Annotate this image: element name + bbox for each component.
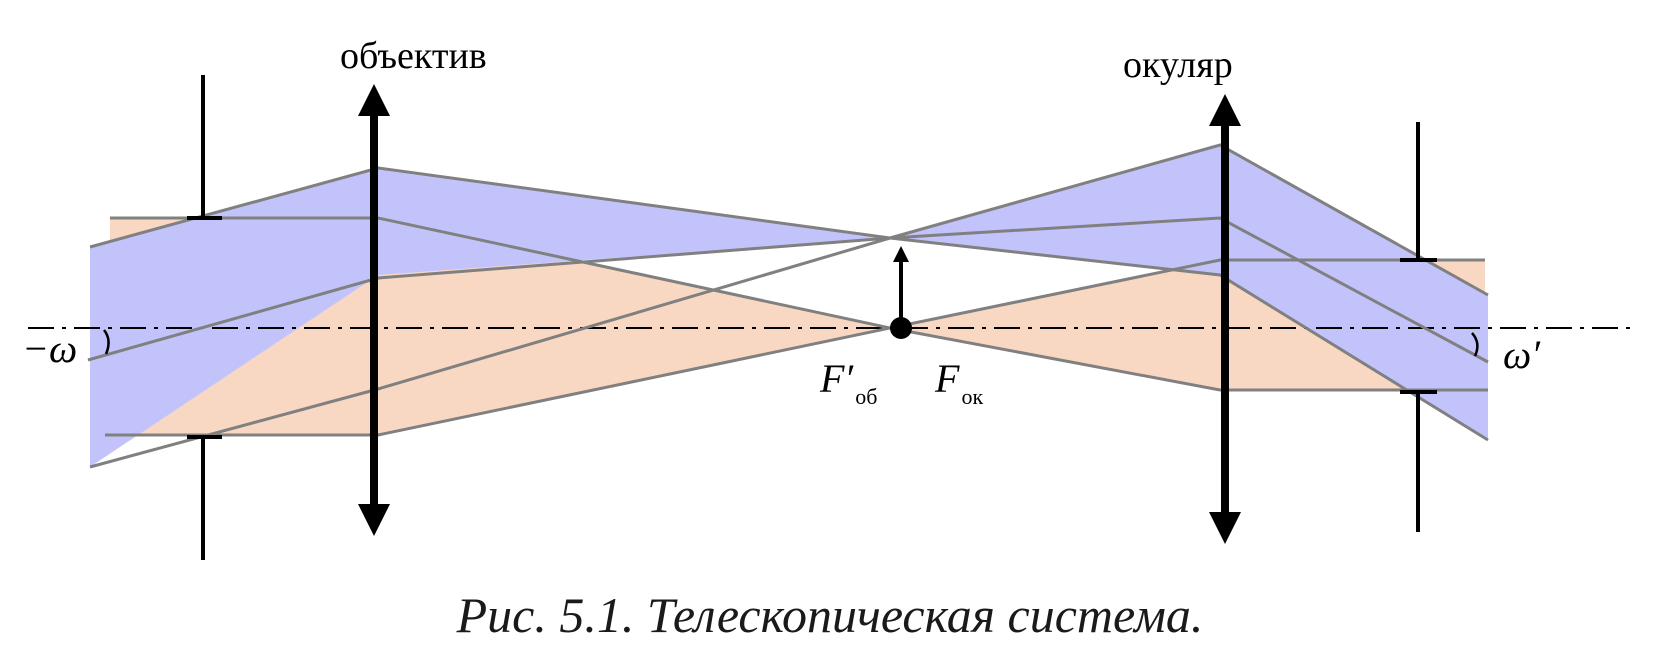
angle-arc-in: [102, 329, 110, 355]
entrance-stop: [187, 75, 222, 560]
field-beam-objective-region: [90, 168, 890, 467]
focus-eyepiece-label: Fок: [934, 356, 983, 409]
angle-arc-out: [1471, 332, 1479, 357]
objective-label: объектив: [340, 35, 487, 77]
figure-caption: Рис. 5.1. Телескопическая система.: [456, 587, 1204, 643]
exit-stop: [1400, 122, 1437, 532]
field-beam: [90, 145, 1488, 467]
angle-in-label: −ω: [22, 326, 77, 371]
field-beam-eyepiece-region: [890, 145, 1488, 440]
ray-field-bottom: [89, 143, 1489, 469]
focal-point: [890, 317, 912, 339]
rays: [87, 143, 1489, 469]
focus-objective-label: F′об: [819, 356, 877, 409]
eyepiece-label: окуляр: [1123, 44, 1233, 86]
angle-out-label: ω′: [1503, 332, 1541, 377]
